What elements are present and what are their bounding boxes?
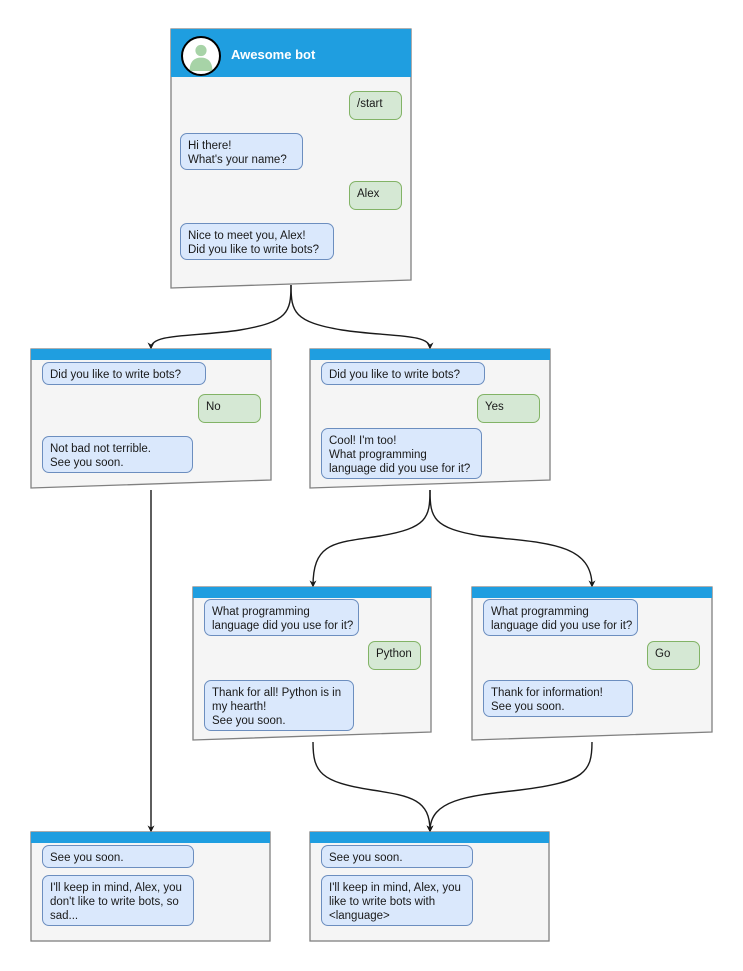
node-content: See you soon. I'll keep in mind, Alex, y… xyxy=(309,831,550,942)
node-language-python[interactable]: What programming language did you use fo… xyxy=(192,586,432,742)
chat-bubble-user: Alex xyxy=(349,181,402,210)
edge-yes-to-python xyxy=(309,489,431,588)
chat-bubble-user: Yes xyxy=(477,394,540,423)
chat-bubble-bot: What programming language did you use fo… xyxy=(204,599,359,636)
node-awesome-bot-start[interactable]: Awesome bot /start Hi there! What's your… xyxy=(169,27,413,290)
node-end-likes-bots[interactable]: See you soon. I'll keep in mind, Alex, y… xyxy=(309,831,550,942)
node-content: Did you like to write bots? No Not bad n… xyxy=(30,348,272,490)
node-did-you-like-yes[interactable]: Did you like to write bots? Yes Cool! I'… xyxy=(309,348,551,490)
edge-root-to-no xyxy=(147,284,292,350)
edge-yes-to-go xyxy=(429,489,596,588)
chat-bubble-bot: Cool! I'm too! What programming language… xyxy=(321,428,482,479)
node-content: Awesome bot /start Hi there! What's your… xyxy=(169,27,413,290)
chat-bubble-bot: See you soon. xyxy=(42,845,194,868)
node-end-no-bots[interactable]: See you soon. I'll keep in mind, Alex, y… xyxy=(30,831,271,942)
node-header-title: Awesome bot xyxy=(231,47,316,62)
chat-bubble-bot: See you soon. xyxy=(321,845,473,868)
chat-bubble-bot: Not bad not terrible. See you soon. xyxy=(42,436,193,473)
chat-bubble-bot: Thank for information! See you soon. xyxy=(483,680,633,717)
edge-root-to-yes xyxy=(290,284,434,350)
chat-bubble-bot: Hi there! What's your name? xyxy=(180,133,303,170)
chat-bubble-user: Python xyxy=(368,641,421,670)
edge-python-to-end xyxy=(312,741,434,833)
chat-bubble-bot: What programming language did you use fo… xyxy=(483,599,638,636)
chat-bubble-bot: Nice to meet you, Alex! Did you like to … xyxy=(180,223,334,260)
node-content: Did you like to write bots? Yes Cool! I'… xyxy=(309,348,551,490)
node-content: See you soon. I'll keep in mind, Alex, y… xyxy=(30,831,271,942)
user-avatar-icon xyxy=(181,36,221,76)
chat-bubble-bot: I'll keep in mind, Alex, you like to wri… xyxy=(321,875,473,926)
chat-bubble-user: Go xyxy=(647,641,700,670)
node-content: What programming language did you use fo… xyxy=(471,586,713,742)
node-language-go[interactable]: What programming language did you use fo… xyxy=(471,586,713,742)
chat-bubble-bot: Thank for all! Python is in my hearth! S… xyxy=(204,680,354,731)
edge-go-to-end xyxy=(426,741,593,833)
chat-bubble-user: /start xyxy=(349,91,402,120)
chat-bubble-bot: Did you like to write bots? xyxy=(42,362,206,385)
chat-bubble-bot: Did you like to write bots? xyxy=(321,362,485,385)
node-did-you-like-no[interactable]: Did you like to write bots? No Not bad n… xyxy=(30,348,272,490)
chat-bubble-bot: I'll keep in mind, Alex, you don't like … xyxy=(42,875,194,926)
node-content: What programming language did you use fo… xyxy=(192,586,432,742)
chat-bubble-user: No xyxy=(198,394,261,423)
